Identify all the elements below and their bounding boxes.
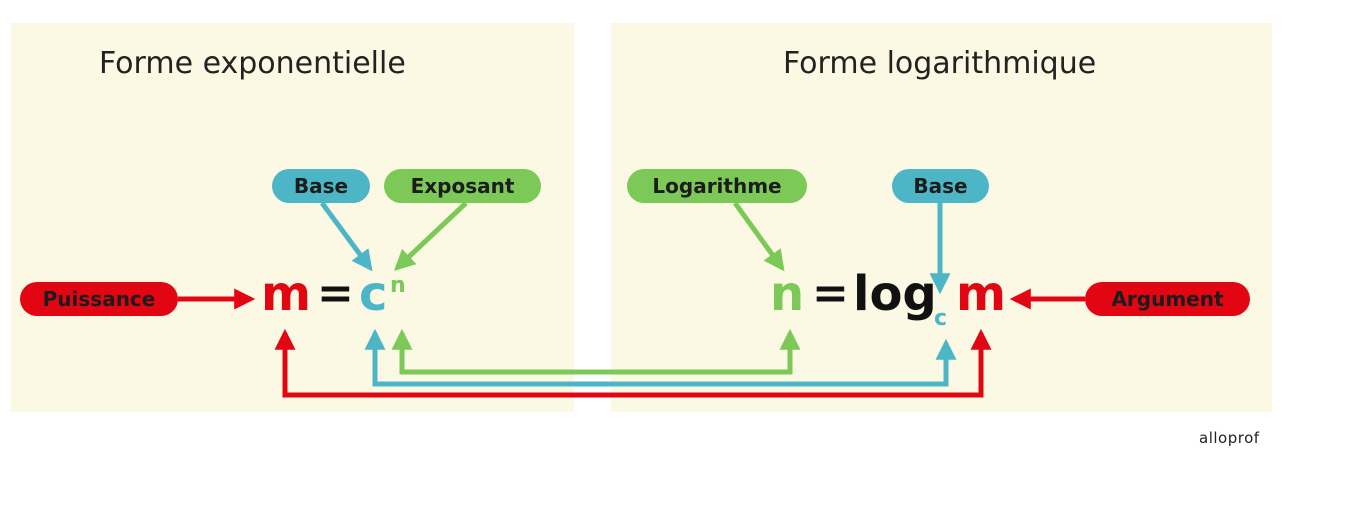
exponential-base-symbol: c — [359, 266, 388, 322]
arrow-link-m-power-argument — [274, 328, 992, 398]
argument-label: Argument — [1085, 282, 1250, 316]
log-operator: log — [853, 266, 937, 322]
power-label: Puissance — [20, 282, 178, 316]
logarithmic-equals-sign: = — [812, 268, 849, 319]
arrow-link-n-exponent-log — [391, 328, 801, 375]
exponential-exponent-symbol: n — [390, 273, 406, 298]
logarithm-value-symbol: n — [770, 266, 805, 322]
logarithm-argument-symbol: m — [956, 266, 1007, 322]
exponential-form-title: Forme exponentielle — [99, 46, 406, 81]
arrow-link-c-base — [364, 328, 957, 387]
arrow-logarithme-to-n — [732, 201, 785, 272]
logarithmic-form-title: Forme logarithmique — [783, 46, 1097, 81]
base-label-logarithmic: Base — [892, 169, 989, 203]
base-label-exponential: Base — [272, 169, 370, 203]
logarithm-label: Logarithme — [627, 169, 807, 203]
exponential-equals-sign: = — [317, 268, 354, 319]
exponential-power-symbol: m — [261, 266, 312, 322]
alloprof-logo: alloprof — [1199, 429, 1260, 447]
logarithm-base-subscript: c — [934, 306, 948, 331]
exponent-label: Exposant — [384, 169, 541, 203]
arrow-base-to-c — [319, 201, 373, 272]
arrow-exposant-to-n — [393, 201, 468, 271]
